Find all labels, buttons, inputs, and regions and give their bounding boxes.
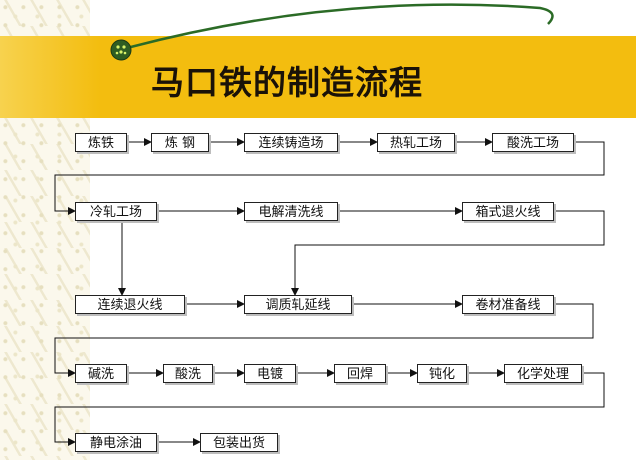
flow-step-15: 回焊 (334, 364, 386, 383)
flow-step-1: 炼铁 (75, 133, 127, 152)
flow-step-10: 调质轧延线 (244, 295, 352, 314)
flow-step-16: 钝化 (417, 364, 467, 383)
arrow-8-10 (291, 210, 605, 296)
flow-step-13: 酸洗 (163, 364, 213, 383)
flow-step-19: 包装出货 (200, 433, 278, 452)
flow-step-2: 炼 钢 (151, 133, 209, 152)
flow-step-12: 碱洗 (75, 364, 127, 383)
flow-step-4: 热轧工场 (377, 133, 455, 152)
flow-step-6: 冷轧工场 (75, 202, 157, 221)
page-title: 马口铁的制造流程 (151, 63, 423, 102)
banner-decoration (110, 3, 554, 61)
flow-step-3: 连续铸造场 (244, 133, 338, 152)
flow-step-18: 静电涂油 (75, 433, 157, 452)
flow-step-8: 箱式退火线 (462, 202, 554, 221)
flow-step-11: 卷材准备线 (462, 295, 554, 314)
green-badge-icon (110, 39, 132, 61)
arrow-17-18 (54, 372, 605, 446)
flow-step-5: 酸洗工场 (492, 133, 574, 152)
arrow-11-12 (54, 303, 594, 377)
banner-highlight (0, 36, 100, 118)
decorative-pattern-top (0, 0, 90, 36)
flow-step-7: 电解清洗线 (244, 202, 338, 221)
flow-step-17: 化学处理 (504, 364, 582, 383)
flow-step-9: 连续退火线 (75, 295, 185, 314)
arrow-5-6 (54, 141, 605, 215)
title-banner (0, 36, 636, 118)
green-arc (111, 3, 554, 54)
flow-step-14: 电镀 (244, 364, 296, 383)
